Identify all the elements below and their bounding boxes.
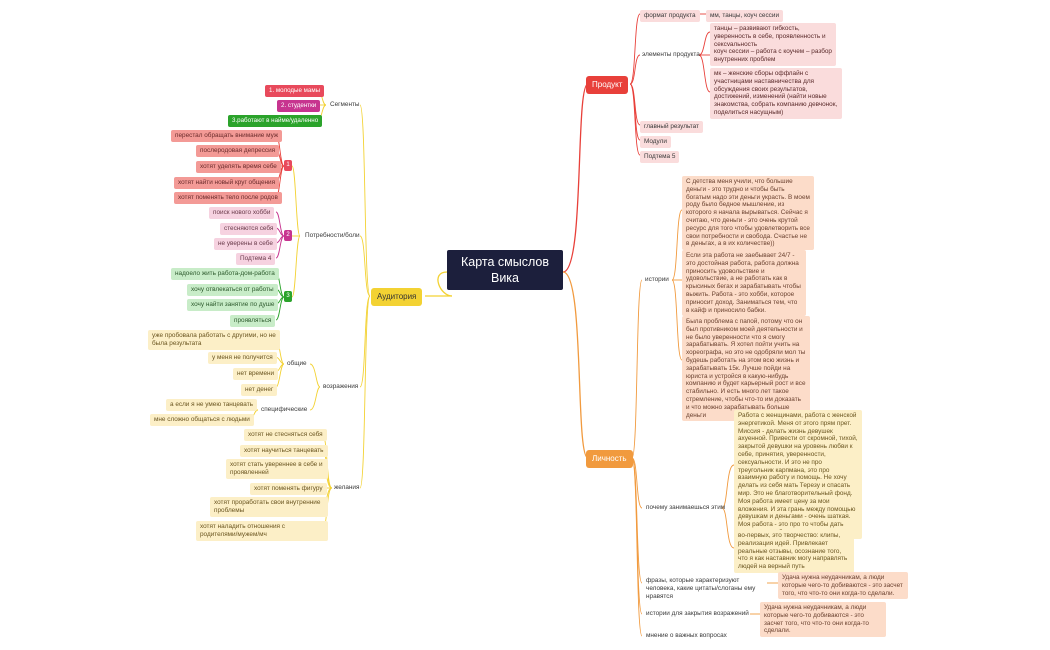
personality-phrases-value[interactable]: Удача нужна неудачникам, а люди которые … (778, 572, 908, 600)
segment-employed[interactable]: 3.работают в найме/удаленно (228, 115, 323, 127)
audience-wishes-label[interactable]: желания (334, 484, 360, 491)
pain-1-item[interactable]: послеродовая депрессия (196, 145, 280, 157)
personality-why-women[interactable]: Работа с женщинами, работа с женской эне… (734, 410, 862, 539)
personality-closing-label[interactable]: истории для закрытия возражений (646, 610, 749, 617)
product-element-workshop[interactable]: мк – женские сборы оффлайн с участницами… (710, 68, 842, 119)
objection-item[interactable]: нет денег (241, 384, 278, 396)
pain-2-item[interactable]: поиск нового хобби (209, 207, 275, 219)
wish-item[interactable]: хотят наладить отношения с родителями/му… (196, 521, 328, 541)
pain-group-2-badge[interactable]: 2 (284, 230, 292, 241)
personality-story-father[interactable]: Была проблема с папой, потому что он был… (682, 316, 810, 422)
pain-group-1-badge[interactable]: 1 (284, 160, 292, 171)
pain-1-item[interactable]: хотят поменять тело после родов (174, 192, 282, 204)
pain-group-3-badge[interactable]: 3 (284, 291, 292, 302)
pain-3-item[interactable]: проявляться (230, 315, 276, 327)
personality-closing-value[interactable]: Удача нужна неудачникам, а люди которые … (760, 602, 886, 638)
wish-item[interactable]: хотят научиться танцевать (240, 445, 328, 457)
product-subtopic[interactable]: Подтема 5 (640, 151, 680, 163)
pain-1-item[interactable]: перестал обращать внимание муж (171, 130, 283, 142)
audience-segments-label[interactable]: Сегменты (330, 101, 360, 108)
personality-stories-label[interactable]: истории (645, 276, 669, 283)
pain-1-item[interactable]: хотят найти новый круг общения (174, 177, 280, 189)
objection-specific-item[interactable]: мне сложно общаться с людьми (150, 414, 254, 426)
audience-objections-label[interactable]: возражения (323, 383, 359, 390)
product-modules[interactable]: Модули (640, 136, 671, 148)
topic-product[interactable]: Продукт (586, 76, 629, 94)
pain-2-item[interactable]: стесняются себя (220, 223, 278, 235)
personality-why-creativity[interactable]: во-первых, это творчество: клипы, реализ… (734, 530, 854, 573)
product-element-dance[interactable]: танцы – развивают гибкость, уверенность … (710, 23, 836, 51)
personality-phrases-label[interactable]: фразы, которые характеризуют человека, к… (646, 577, 756, 600)
root-topic[interactable]: Карта смыслов Вика (447, 250, 563, 290)
pain-1-item[interactable]: хотят уделять время себе (196, 161, 281, 173)
objection-item[interactable]: уже пробовала работать с другими, но не … (148, 330, 280, 350)
segment-young-moms[interactable]: 1. молодые мамы (265, 85, 325, 97)
personality-why-label[interactable]: почему занимаешься этим (646, 504, 726, 511)
personality-story-money[interactable]: С детства меня учили, что большие деньги… (682, 176, 814, 251)
product-format-value[interactable]: мм, танцы, коуч сессии (706, 10, 784, 22)
root-subtitle: Вика (490, 271, 519, 285)
root-title: Карта смыслов (460, 255, 550, 269)
pain-3-item[interactable]: хочу найти занятие по душе (187, 299, 279, 311)
topic-personality[interactable]: Личность (586, 450, 633, 468)
pain-2-item[interactable]: не уверены в себе (214, 238, 277, 250)
product-elements-label[interactable]: элементы продукта (642, 51, 700, 58)
personality-opinion[interactable]: мнение о важных вопросах (646, 632, 727, 639)
wish-item[interactable]: хотят стать увереннее в себе и проявленн… (226, 459, 328, 479)
audience-pains-label[interactable]: Потребности/боли (305, 232, 360, 239)
wish-item[interactable]: хотят не стесняться себя (244, 429, 327, 441)
wish-item[interactable]: хотят проработать свои внутренние пробле… (210, 497, 328, 517)
product-main-result[interactable]: главный результат (640, 121, 703, 133)
objection-specific-item[interactable]: а если я не умею танцевать (166, 399, 257, 411)
personality-story-work[interactable]: Если эта работа не заебывает 24/7 - это … (682, 250, 806, 317)
objection-item[interactable]: нет времени (233, 368, 279, 380)
objections-general-label[interactable]: общие (287, 360, 307, 367)
topic-audience[interactable]: Аудитория (371, 288, 423, 306)
product-format-label[interactable]: формат продукта (640, 10, 700, 22)
pain-3-item[interactable]: надоело жить работа-дом-работа (171, 268, 279, 280)
objection-item[interactable]: у меня не получится (208, 352, 277, 364)
segment-students[interactable]: 2. студентки (277, 100, 321, 112)
pain-3-item[interactable]: хочу отвлекаться от работы (187, 284, 278, 296)
objections-specific-label[interactable]: специфические (261, 406, 308, 413)
pain-2-item[interactable]: Подтема 4 (236, 253, 276, 265)
product-element-coaching[interactable]: коуч сессии – работа с коучем – разбор в… (710, 46, 836, 66)
wish-item[interactable]: хотят поменять фигуру (250, 483, 327, 495)
